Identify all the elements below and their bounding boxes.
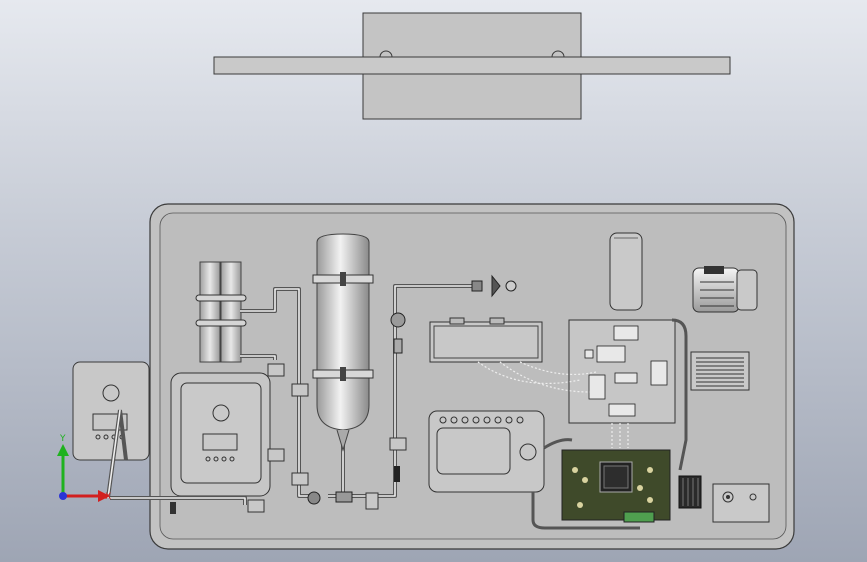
triad-x-label: X: [105, 492, 111, 502]
connector-block[interactable]: [678, 475, 702, 509]
triad-y-label: Y: [59, 434, 66, 444]
gas-cylinders[interactable]: [195, 261, 247, 363]
manifold-block[interactable]: [429, 317, 543, 363]
switch-box[interactable]: [712, 483, 770, 523]
terminal-board[interactable]: [568, 319, 676, 424]
valves[interactable]: [170, 274, 517, 514]
motor[interactable]: [692, 266, 758, 313]
reservoir[interactable]: [609, 232, 643, 311]
side-controller-box[interactable]: [72, 361, 150, 461]
top-bracket[interactable]: [213, 12, 731, 120]
coordinate-triad-icon: Y X: [57, 434, 111, 502]
pipe-clamps: [247, 363, 407, 513]
pcb-board[interactable]: [561, 449, 671, 523]
pressure-tank[interactable]: [312, 233, 374, 452]
wiring: [477, 361, 629, 448]
controller-unit[interactable]: [170, 372, 271, 497]
display-housing[interactable]: [428, 410, 545, 493]
vent-grille: [690, 351, 750, 391]
